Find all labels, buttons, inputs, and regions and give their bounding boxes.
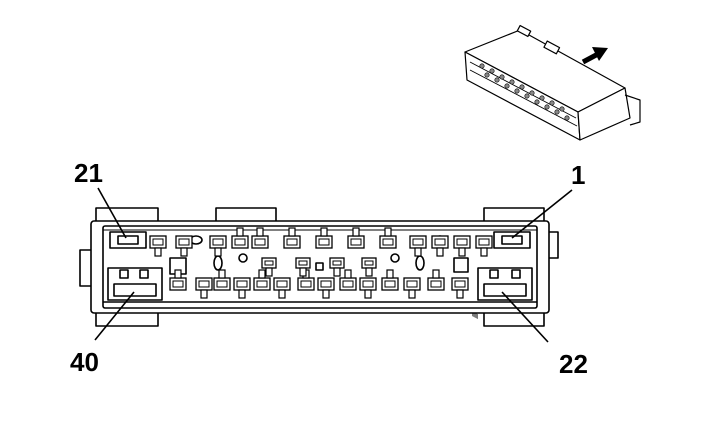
terminal-cavity [453, 235, 471, 257]
terminal-cavity [149, 235, 167, 257]
terminal-cavity [209, 235, 227, 257]
pin-label-40: 40 [70, 347, 99, 377]
terminal-cavity [409, 235, 427, 257]
connector-thumbnail-icon [464, 24, 641, 320]
terminal-cavity [475, 235, 493, 257]
terminal-cavity [379, 227, 397, 249]
connector-face [79, 207, 559, 327]
terminal-cavity [251, 227, 269, 249]
terminal-cavity [359, 277, 377, 299]
terminal-cavity [273, 277, 291, 299]
terminal-cavity [317, 277, 335, 299]
terminal-cavity [347, 227, 365, 249]
terminal-cavity [169, 269, 187, 291]
terminal-cavity [315, 227, 333, 249]
terminal-cavity [233, 277, 251, 299]
terminal-cavity [381, 269, 399, 291]
terminal-cavity [295, 257, 311, 277]
terminal-cavity [339, 269, 357, 291]
terminal-cavity [261, 257, 277, 277]
pin-label-1: 1 [571, 160, 585, 190]
leader-22 [501, 291, 549, 343]
terminal-cavity [253, 269, 271, 291]
leader-40 [94, 291, 135, 341]
leader-1 [511, 189, 573, 239]
terminal-cavity [329, 257, 345, 277]
terminal-cavity [431, 235, 449, 257]
terminal-cavity [195, 277, 213, 299]
terminal-cavity [403, 277, 421, 299]
arrow-icon [581, 47, 608, 65]
terminal-cavity [361, 257, 377, 277]
terminal-cavity [451, 277, 469, 299]
leader-21 [97, 187, 127, 239]
terminal-cavity [427, 269, 445, 291]
terminal-cavity [213, 269, 231, 291]
terminal-cavity [283, 227, 301, 249]
terminal-cavity [175, 235, 193, 257]
leader-lines [94, 187, 573, 343]
pin-label-21: 21 [74, 158, 103, 188]
pin-label-22: 22 [559, 349, 588, 379]
terminal-cavity [231, 227, 249, 249]
terminal-cavities [149, 227, 493, 299]
